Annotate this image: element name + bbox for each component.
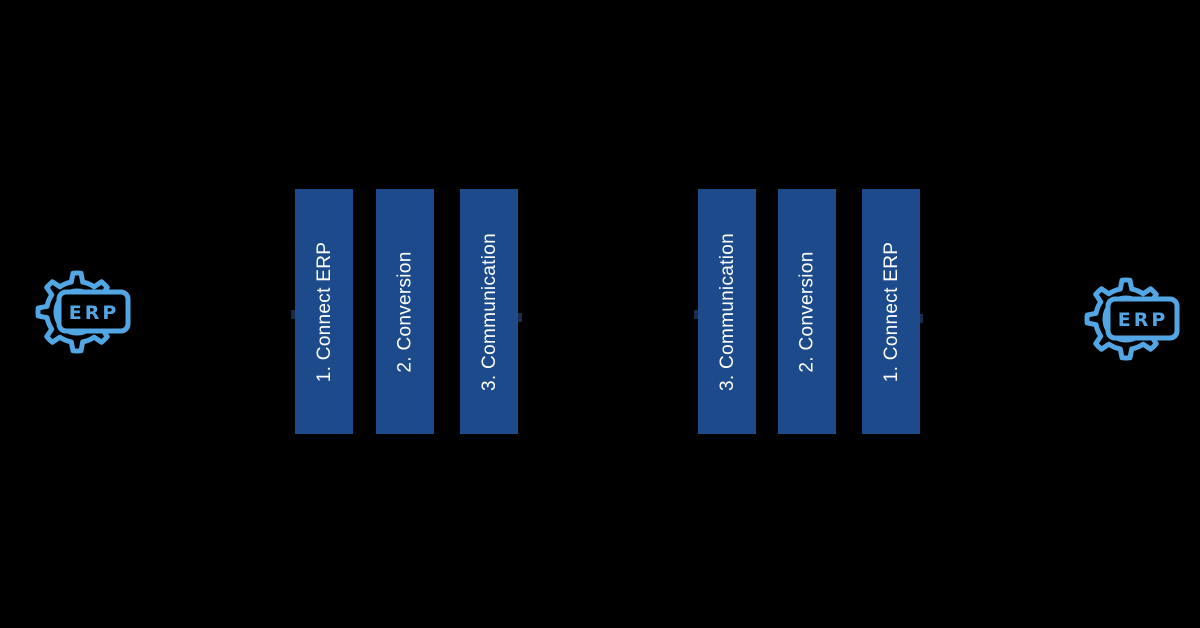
step-bar-left-2-conversion: 2. Conversion: [376, 189, 434, 434]
erp-badge: [56, 289, 131, 334]
step-label: 2. Conversion: [395, 250, 417, 373]
gear-icon: [1084, 277, 1168, 361]
connector-tip: [518, 313, 522, 322]
step-label: 1. Connect ERP: [314, 241, 336, 382]
connector-tip: [919, 314, 923, 323]
step-label: 1. Connect ERP: [881, 241, 903, 382]
gear-icon: [35, 270, 119, 354]
connector-tip: [694, 310, 698, 319]
connector-tip: [291, 310, 295, 319]
step-bar-left-1-connect-erp: 1. Connect ERP: [295, 189, 353, 434]
step-label: 3. Communication: [479, 232, 500, 391]
erp-badge: [1105, 296, 1180, 341]
step-bar-right-2-conversion: 2. Conversion: [778, 189, 836, 434]
erp-system-icon-right: ERP: [1084, 277, 1180, 361]
erp-badge-label-right: ERP: [1118, 309, 1169, 331]
step-label: 3. Communication: [717, 232, 738, 391]
step-bar-left-3-communication: 3. Communication: [460, 189, 518, 434]
erp-system-icon-left: ERP: [35, 270, 131, 354]
step-label: 2. Conversion: [797, 250, 819, 373]
step-bar-right-3-communication: 3. Communication: [698, 189, 756, 434]
step-bar-right-1-connect-erp: 1. Connect ERP: [862, 189, 920, 434]
erp-badge-label-left: ERP: [69, 302, 120, 324]
